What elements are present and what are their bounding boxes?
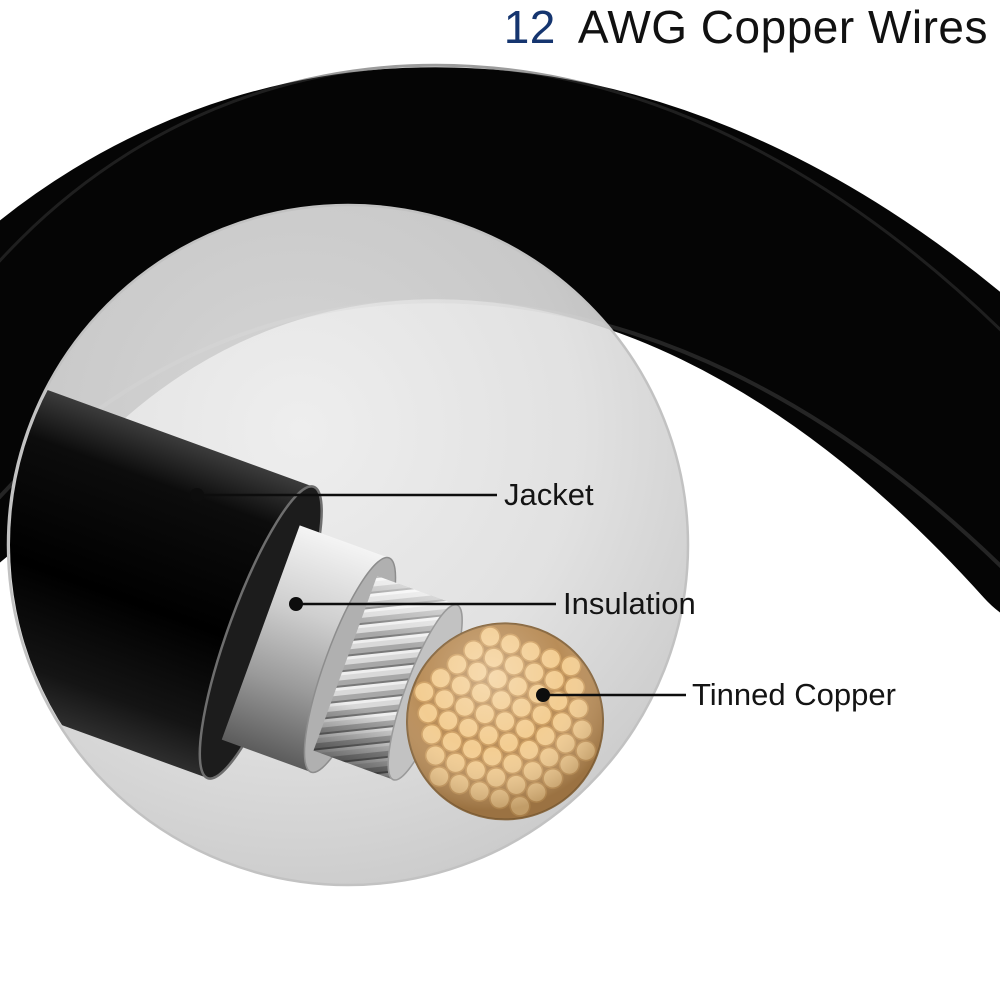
title-gauge-number: 12 — [503, 1, 556, 53]
title-text: AWG Copper Wires — [577, 1, 988, 53]
label-insulation: Insulation — [563, 586, 696, 621]
callout-dots — [190, 488, 550, 702]
jacket-layer — [10, 221, 314, 779]
callout-leaders — [197, 493, 686, 697]
tinned-copper-callout-dot — [536, 688, 550, 702]
cut-cable — [10, 221, 605, 821]
lens-rim — [6, 203, 690, 887]
label-jacket: Jacket — [504, 477, 594, 512]
shield-shading — [313, 575, 457, 780]
insulation-callout-dot — [289, 597, 303, 611]
insulation-layer — [221, 525, 389, 773]
label-tinned-copper: Tinned Copper — [692, 677, 896, 712]
copper-bundle-shading — [407, 623, 604, 820]
jacket-callout-dot — [190, 488, 204, 502]
cable-top-sheen — [0, 63, 1000, 332]
page-title: 12 AWG Copper Wires — [504, 0, 988, 54]
